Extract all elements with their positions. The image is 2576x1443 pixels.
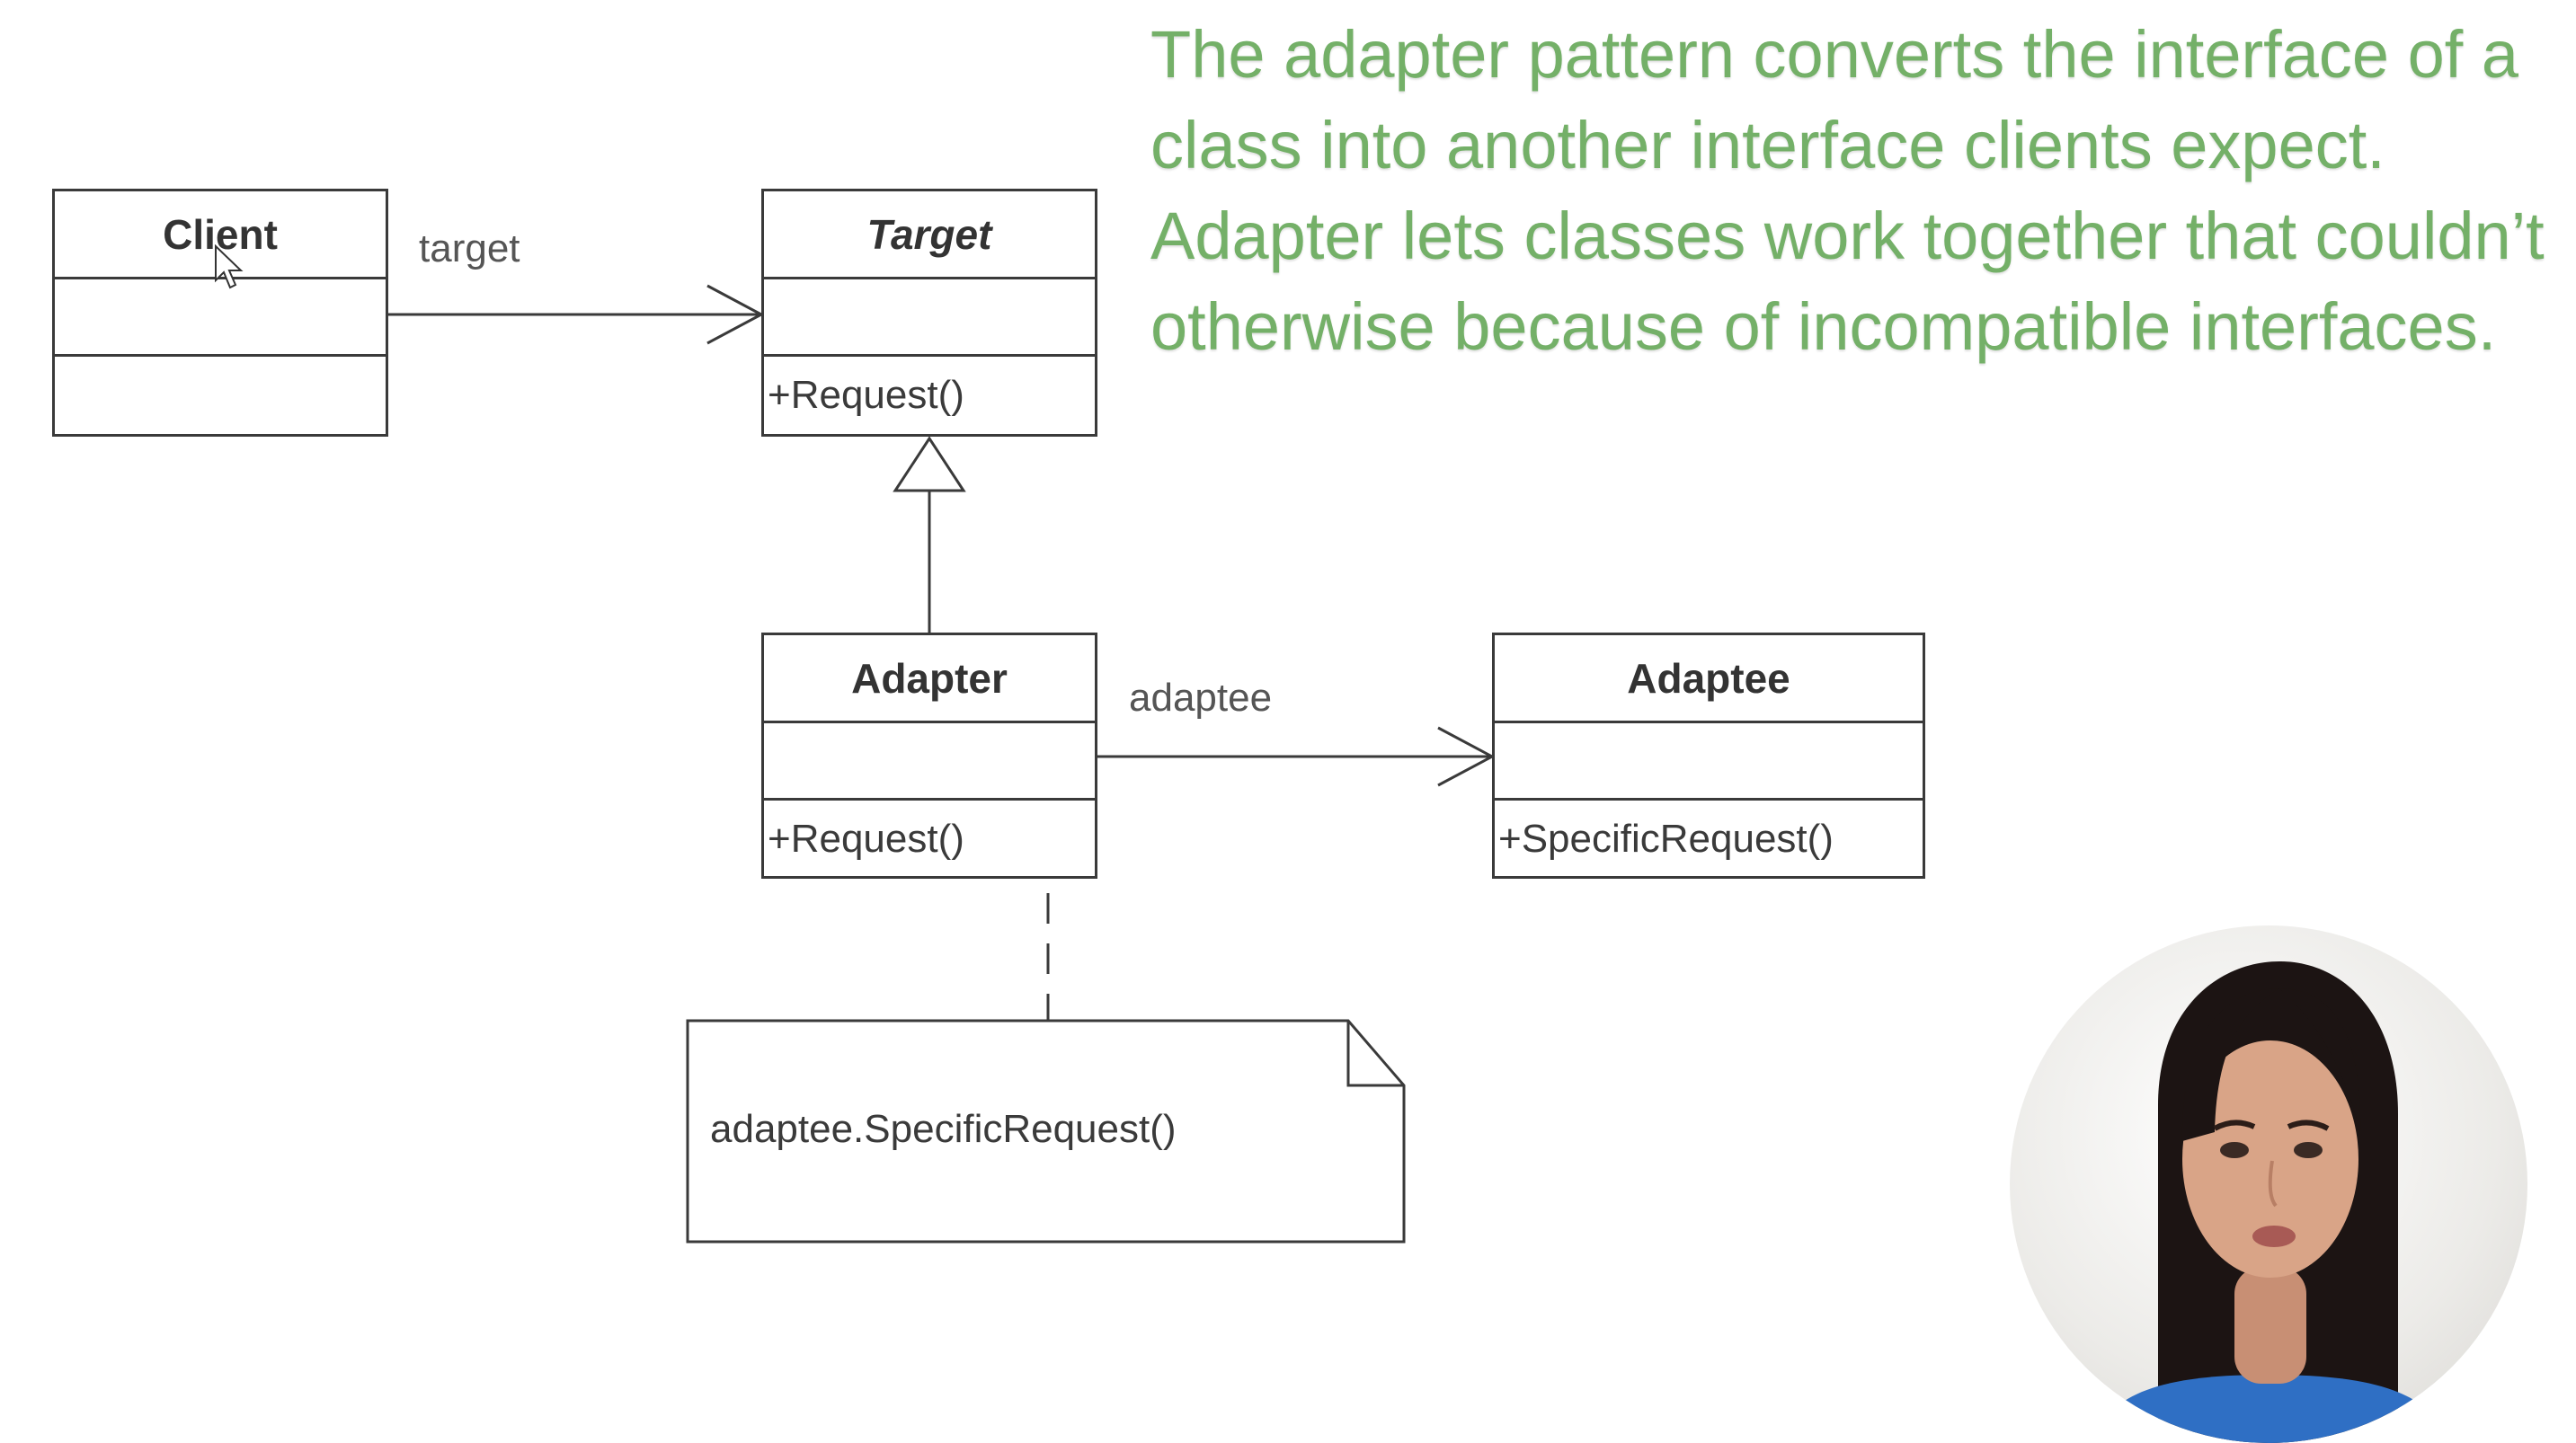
- presenter-webcam-icon: [2091, 961, 2450, 1443]
- note-text: adaptee.SpecificRequest(): [710, 1107, 1177, 1151]
- client-attributes: [55, 279, 386, 357]
- diagram-connectors: [388, 284, 1496, 1244]
- adapter-operation: +Request(): [768, 816, 964, 861]
- definition-line: Adapter lets classes work together that …: [1150, 199, 2545, 273]
- adapter-class-name: Adapter: [764, 635, 1095, 723]
- adaptee-attributes: [1495, 723, 1923, 801]
- adaptee-operation: +SpecificRequest(): [1498, 816, 1834, 861]
- target-attributes: [764, 279, 1095, 357]
- adaptee-class-name: Adaptee: [1495, 635, 1923, 723]
- generalization-triangle: [893, 436, 966, 492]
- note-fold: [1346, 1021, 1404, 1087]
- mouse-cursor-icon: [215, 244, 244, 289]
- definition-line: otherwise because of incompatible interf…: [1150, 289, 2497, 364]
- definition-line: class into another interface clients exp…: [1150, 108, 2385, 182]
- adapter-class: Adapter +Request(): [761, 633, 1097, 879]
- presenter-webcam: [2010, 925, 2527, 1443]
- client-class: Client: [52, 189, 388, 437]
- target-association-label: target: [419, 226, 520, 270]
- target-class: Target +Request(): [761, 189, 1097, 437]
- definition-text: The adapter pattern converts the interfa…: [1150, 9, 2571, 372]
- client-operations: [55, 357, 386, 433]
- target-operation: +Request(): [768, 372, 964, 417]
- adapter-attributes: [764, 723, 1095, 801]
- adaptee-class: Adaptee +SpecificRequest(): [1492, 633, 1925, 879]
- definition-line: The adapter pattern converts the interfa…: [1150, 17, 2519, 92]
- adaptee-association-label: adaptee: [1129, 676, 1273, 720]
- note-box: [686, 1019, 1406, 1244]
- target-class-name: Target: [764, 191, 1095, 279]
